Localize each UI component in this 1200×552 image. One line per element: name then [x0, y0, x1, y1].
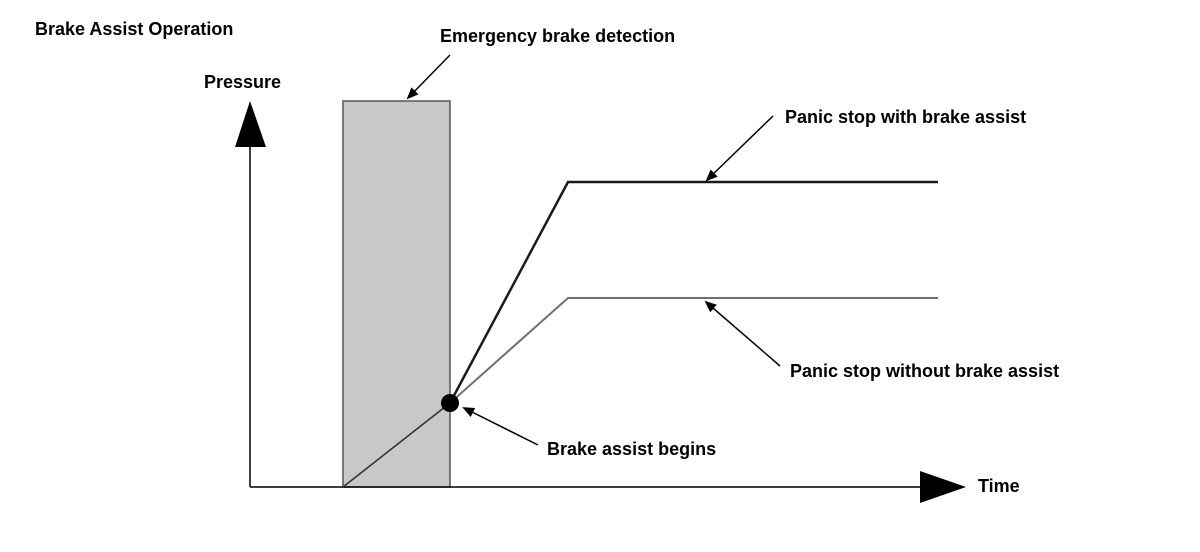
assist-begins-point	[441, 394, 459, 412]
y-axis-arrowhead	[235, 101, 266, 147]
x-axis-label: Time	[978, 476, 1020, 496]
without-assist-label: Panic stop without brake assist	[790, 361, 1059, 381]
initial-ramp-line	[342, 402, 451, 488]
with-assist-callout-arrow	[705, 115, 774, 182]
assist-begins-callout-arrow	[462, 407, 539, 446]
without-assist-callout-arrow	[704, 300, 781, 367]
detection-window	[342, 100, 451, 488]
with-assist-curve	[448, 180, 938, 404]
with-assist-label: Panic stop with brake assist	[785, 107, 1026, 127]
detection-callout-arrow	[406, 54, 451, 100]
without-assist-curve	[449, 297, 938, 404]
assist-begins-label: Brake assist begins	[547, 439, 716, 459]
y-axis-label: Pressure	[204, 72, 281, 92]
x-axis-arrowhead	[920, 471, 966, 503]
detection-window-label: Emergency brake detection	[440, 26, 675, 46]
diagram-title: Brake Assist Operation	[35, 19, 233, 39]
